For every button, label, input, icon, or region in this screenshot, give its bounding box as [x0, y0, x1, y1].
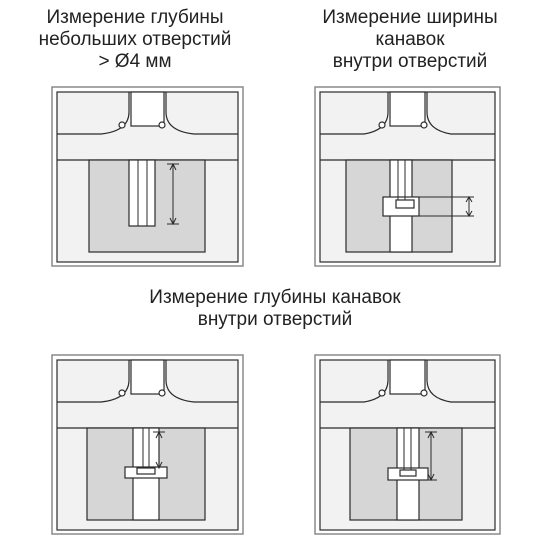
caption-groove-width: Измерение ширины канавок внутри отверсти… — [270, 7, 550, 73]
depth-rod — [130, 91, 165, 127]
diagram-small-hole-depth — [51, 86, 244, 267]
caption-line: внутри отверстий — [197, 309, 353, 330]
dimension-arrow — [169, 162, 177, 226]
caption-line: Измерение глубины канавок — [149, 287, 401, 308]
rod-pin — [378, 389, 386, 397]
caption-small-holes-depth: Измерение глубины небольших отверстий > … — [0, 7, 270, 73]
rod-pin — [158, 121, 166, 129]
caption-line: небольших отверстий — [38, 29, 232, 50]
rod-pin — [158, 389, 166, 397]
caption-line: > Ø4 мм — [98, 51, 172, 72]
dimension-arrow — [155, 430, 163, 470]
diagram-groove-width — [314, 86, 501, 267]
depth-rod — [389, 359, 426, 395]
caption-groove-depth: Измерение глубины канавок внутри отверст… — [0, 287, 550, 331]
rod-pin — [420, 121, 428, 129]
rod-pin — [420, 389, 428, 397]
rod-pin — [378, 121, 386, 129]
rod-pin — [118, 121, 126, 129]
rod-pin — [118, 389, 126, 397]
caption-line: канавок — [375, 29, 445, 50]
caption-line: Измерение ширины — [322, 7, 498, 28]
diagram-groove-depth-right — [314, 354, 501, 535]
caption-line: Измерение глубины — [46, 7, 224, 28]
dimension-arrow — [427, 430, 435, 482]
bore — [128, 159, 156, 227]
caption-line: внутри отверстий — [332, 51, 488, 72]
depth-rod — [389, 91, 426, 127]
dimension-arrow — [465, 196, 473, 217]
probe-tip — [395, 199, 415, 209]
probe-tip — [399, 469, 417, 477]
probe-tip — [136, 467, 156, 475]
diagram-groove-depth-left — [51, 354, 244, 535]
depth-rod — [130, 359, 165, 395]
